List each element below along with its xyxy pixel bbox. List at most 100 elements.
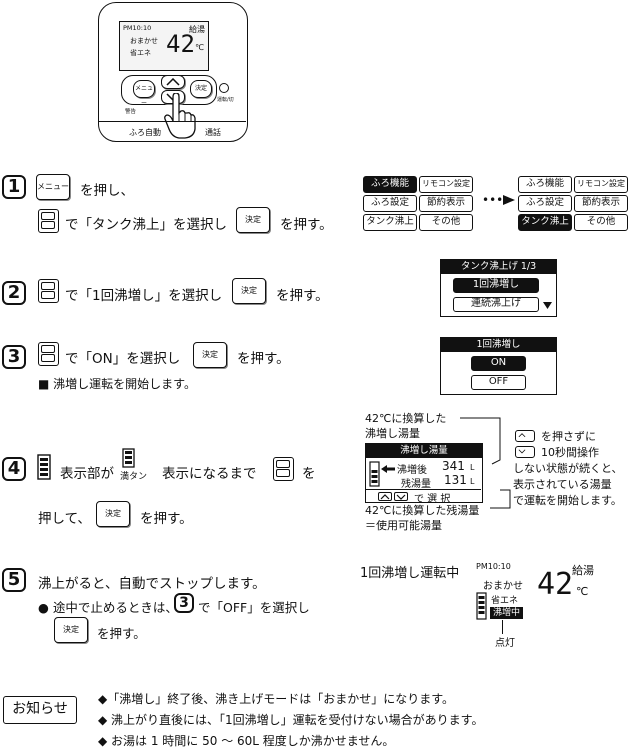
- remote-unit: ℃: [195, 43, 204, 52]
- screen5-temp: 42: [537, 567, 574, 602]
- screen5-caption: 1回沸増し運転中: [360, 566, 460, 581]
- step-5-bullet-b: で「OFF」を選択し: [198, 600, 310, 615]
- menu-after-item: 節約表示: [574, 195, 628, 212]
- screen-tank-boil: タンク沸上げ 1/3 1回沸増し 連続沸上げ: [440, 259, 557, 317]
- screen5-mode: 給湯: [572, 564, 594, 577]
- screen5-time: PM10:10: [476, 562, 511, 571]
- tank-full-label: 満タン: [120, 472, 148, 482]
- screen-tank-boil-opt2: 連続沸上げ: [453, 297, 539, 312]
- remote-temp: 42: [166, 30, 195, 58]
- side-note-3: しない状態が続くと、: [513, 462, 623, 475]
- menu-button[interactable]: メニュー: [36, 174, 70, 200]
- screen-amount-footer-line: [366, 489, 481, 490]
- remote-up-button[interactable]: [161, 75, 185, 89]
- step-1-line2a: で「タンク沸上」を選択し: [65, 217, 227, 233]
- menu-screen-before: ふろ機能 リモコン設定 ふろ設定 節約表示 タンク沸上 その他: [363, 176, 477, 231]
- call-label: 通話: [205, 128, 221, 137]
- step-1-line2b: を押す。: [280, 217, 333, 233]
- screen-tank-boil-title: タンク沸上げ 1/3: [441, 260, 556, 274]
- transition-dots: •••: [482, 193, 504, 207]
- step-4-number: 4: [2, 457, 26, 481]
- menu-after-item: ふろ機能: [518, 176, 572, 193]
- step-5-bullet-a: ● 途中で止めるときは、: [38, 600, 178, 615]
- step-2-text-a: で「1回沸増し」を選択し: [65, 288, 223, 304]
- row2-unit: L: [470, 477, 475, 486]
- menu-before-item: 節約表示: [419, 195, 473, 212]
- menu-after-item: ふろ設定: [518, 195, 572, 212]
- transition-arrow-icon: [503, 195, 515, 205]
- remote-display: PM10:10 給湯 おまかせ 42 ℃ 省エネ: [119, 21, 209, 71]
- remote-divider: [99, 121, 246, 122]
- label-top-1: 42℃に換算した: [365, 412, 447, 425]
- screen-running: PM10:10 給湯 おまかせ 42 ℃ 省エネ 沸増中: [473, 559, 596, 622]
- row2-label: 残湯量: [401, 479, 431, 490]
- side-updown-icon-2: [515, 446, 535, 458]
- screen-reboil-title: 1回沸増し: [441, 338, 556, 352]
- remote-ok-button[interactable]: 決定: [190, 80, 212, 98]
- screen5-unit: ℃: [576, 585, 589, 598]
- updown-button-2[interactable]: [38, 279, 59, 303]
- power-button[interactable]: [219, 83, 229, 93]
- remote-mode: 給湯: [189, 25, 205, 34]
- step-4-text-c: を: [302, 466, 316, 482]
- remote-illustration: PM10:10 給湯 おまかせ 42 ℃ 省エネ メニュー 決定 運転/切 警告…: [98, 2, 248, 142]
- screen-reboil-off: OFF: [471, 375, 526, 390]
- ok-button-1[interactable]: 決定: [236, 207, 270, 233]
- notice-item: ◆ お湯は 1 時間に 50 〜 60L 程度しか沸かせません。: [98, 734, 395, 748]
- screen-tank-icon: [369, 461, 380, 487]
- updown-button-4[interactable]: [273, 457, 294, 481]
- updown-button-1[interactable]: [38, 209, 59, 233]
- ok-button-4[interactable]: 決定: [96, 501, 130, 527]
- screen5-lit-label: 点灯: [495, 638, 515, 649]
- screen5-badge: 沸増中: [490, 607, 524, 619]
- pointing-hand-icon: [164, 93, 196, 139]
- up-arrow-icon: [166, 77, 180, 86]
- step-5-line3: を押す。: [97, 626, 146, 641]
- ok-button-2[interactable]: 決定: [232, 278, 266, 304]
- label-bottom-2: ＝使用可能湯量: [365, 519, 442, 532]
- screen5-omakase: おまかせ: [483, 581, 523, 592]
- row1-label: 沸増後: [397, 465, 427, 476]
- screen-amount-title: 沸増し湯量: [366, 444, 482, 458]
- callout-lines: [460, 417, 511, 509]
- scroll-down-icon: [543, 302, 552, 309]
- notice-item: ◆「沸増し」終了後、沸き上げモードは「おまかせ」になります。: [98, 692, 455, 706]
- ok-button-3[interactable]: 決定: [193, 342, 227, 368]
- step-4-line2b: を押す。: [140, 511, 193, 527]
- step-1-number: 1: [2, 175, 26, 199]
- step-4-text-a: 表示部が: [60, 466, 114, 482]
- side-note-5: で運転を開始します。: [513, 494, 622, 507]
- step-3-text-a: で「ON」を選択し: [65, 351, 181, 367]
- remote-omakase: おまかせ: [130, 37, 158, 45]
- step-3-text-b: を押す。: [237, 351, 290, 367]
- row1-unit: L: [470, 463, 475, 472]
- screen-reboil-on: ON: [471, 356, 526, 371]
- step-2-text-b: を押す。: [276, 288, 329, 304]
- notice-item: ◆ 沸上がり直後には、「1回沸増し」運転を受付けない場合があります。: [98, 713, 484, 727]
- step-4-text-b: 表示になるまで: [162, 466, 257, 482]
- ok-button-5[interactable]: 決定: [54, 617, 88, 643]
- left-arrow-icon: [381, 465, 395, 473]
- remote-eco: 省エネ: [130, 49, 151, 57]
- label-bottom-1: 42℃に換算した残湯量: [365, 504, 480, 517]
- screen5-tank-icon: [476, 592, 487, 620]
- updown-button-3[interactable]: [38, 342, 59, 366]
- menu-after-item: その他: [574, 214, 628, 231]
- step-5-line1: 沸上がると、自動でストップします。: [38, 576, 266, 592]
- row1-value: 341: [442, 459, 465, 473]
- menu-before-item: ふろ設定: [363, 195, 417, 212]
- step-1-line1: を押し、: [80, 183, 134, 199]
- menu-after-item: タンク沸上: [518, 214, 572, 231]
- power-label: 運転/切: [217, 97, 234, 103]
- lit-pointer-line: [502, 620, 503, 634]
- screen-tank-boil-opt1: 1回沸増し: [453, 278, 539, 293]
- remote-menu-button[interactable]: メニュー: [133, 80, 155, 107]
- step-5-ref-number: 3: [174, 593, 194, 613]
- side-updown-icon-1: [515, 430, 535, 442]
- warning-label: 警告: [125, 109, 137, 115]
- notice-label: お知らせ: [3, 696, 77, 724]
- menu-screen-after: ふろ機能 リモコン設定 ふろ設定 節約表示 タンク沸上 その他: [518, 176, 632, 231]
- menu-after-item: リモコン設定: [574, 176, 628, 193]
- side-note-4: 表示されている湯量: [513, 478, 612, 491]
- footer-up-icon: [378, 492, 392, 501]
